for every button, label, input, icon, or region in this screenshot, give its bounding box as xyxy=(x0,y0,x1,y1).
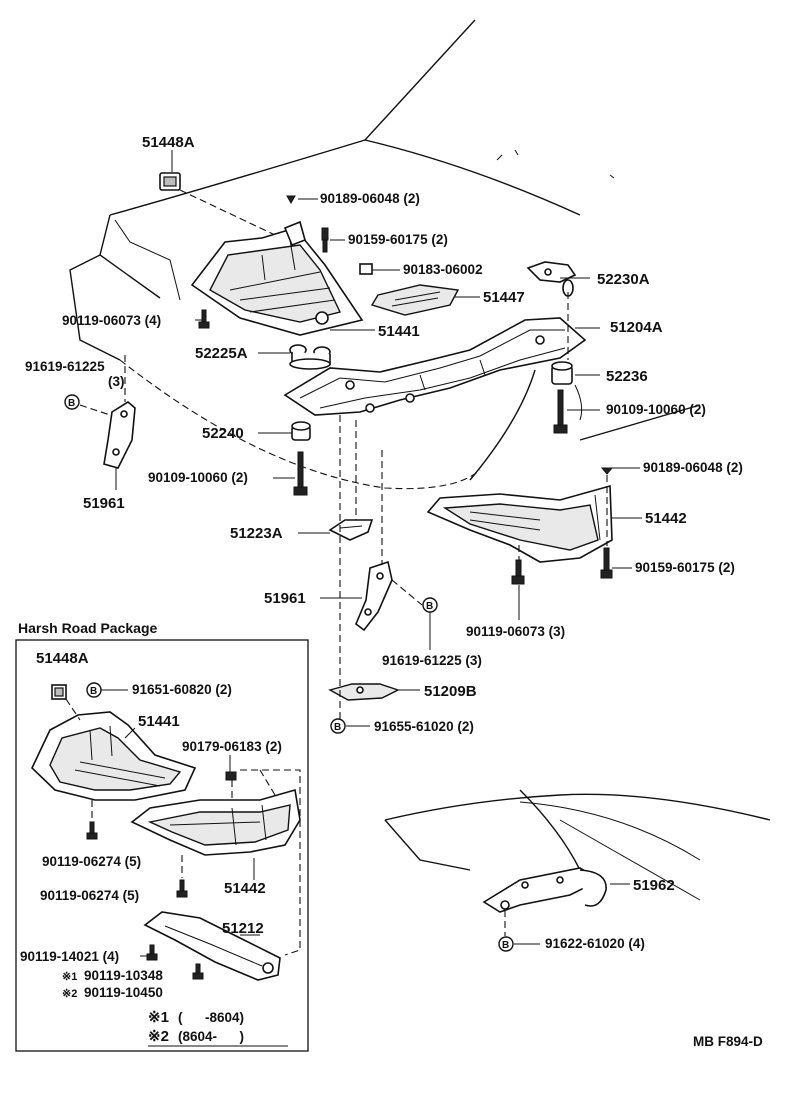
label-52230a: 52230A xyxy=(597,271,650,288)
inset-mark1-prefix: ※1 xyxy=(62,971,77,983)
svg-text:B: B xyxy=(426,601,433,612)
label-52236: 52236 xyxy=(606,368,648,385)
label-90189-06048-top: 90189-06048 (2) xyxy=(320,191,420,206)
inset-label-51442: 51442 xyxy=(224,880,266,897)
leader-b-mid xyxy=(391,579,423,606)
bracket-51961-left xyxy=(103,401,136,469)
label-91619-left-qty: (3) xyxy=(108,374,125,389)
inset-cover-51441 xyxy=(31,711,197,801)
label-52240: 52240 xyxy=(202,425,244,442)
label-90109-10060-right: 90109-10060 (2) xyxy=(606,402,706,417)
label-90109-10060-left: 90109-10060 (2) xyxy=(148,470,248,485)
inset-note2-text: (8604- ) xyxy=(178,1029,244,1044)
inset-label-90179-06183: 90179-06183 (2) xyxy=(182,739,282,754)
inset-title: Harsh Road Package xyxy=(18,620,157,636)
label-90119-06073-right: 90119-06073 (3) xyxy=(466,624,565,639)
label-51961-mid: 51961 xyxy=(264,590,306,607)
bracket-51961-mid xyxy=(355,560,393,632)
inset-crossbar-51212 xyxy=(143,911,281,981)
rear-body-outline xyxy=(384,789,771,901)
leader-lines xyxy=(115,150,642,945)
inset-marker-b: B xyxy=(86,682,102,698)
plate-51447 xyxy=(370,284,460,316)
label-90159-60175-right: 90159-60175 (2) xyxy=(635,560,735,575)
label-51962: 51962 xyxy=(633,877,675,894)
bolt-90119-06073-right xyxy=(511,559,525,585)
svg-text:B: B xyxy=(502,940,509,951)
vehicle-body-outline xyxy=(69,19,701,490)
nut-90189-06048-right xyxy=(600,467,614,475)
label-91619-61225-left: 91619-61225 xyxy=(25,359,105,374)
label-52225a: 52225A xyxy=(195,345,248,362)
mount-52236 xyxy=(551,361,573,385)
label-51223a: 51223A xyxy=(230,525,283,542)
svg-text:B: B xyxy=(334,722,341,733)
inset-note1-mark: ※1 xyxy=(148,1009,169,1026)
label-90119-06073-left: 90119-06073 (4) xyxy=(62,313,161,328)
bolt-marker-mid: B xyxy=(422,597,438,613)
leader-51448a xyxy=(179,189,276,236)
drawing-code: MB F894-D xyxy=(693,1034,763,1049)
svg-text:B: B xyxy=(90,686,97,697)
mount-52230a xyxy=(526,261,577,297)
label-51442-right: 51442 xyxy=(645,510,687,527)
bracket-51962 xyxy=(482,867,607,913)
inset-label-90119-10348: 90119-10348 xyxy=(84,968,163,983)
clip-51448a xyxy=(159,172,181,191)
label-91619-61225-mid: 91619-61225 (3) xyxy=(382,653,482,668)
inset-clip-51448a xyxy=(51,684,67,700)
label-51209b: 51209B xyxy=(424,683,477,700)
inset-label-90119-06274-a: 90119-06274 (5) xyxy=(42,854,141,869)
label-51441-top: 51441 xyxy=(378,323,420,340)
label-51961-left: 51961 xyxy=(83,495,125,512)
bolt-90159-60175-top xyxy=(321,227,329,253)
inset-label-90119-14021: 90119-14021 (4) xyxy=(20,949,119,964)
under-cover-51442-right xyxy=(426,484,613,563)
mount-52225a xyxy=(289,344,331,370)
inset-label-90119-10450: 90119-10450 xyxy=(84,985,163,1000)
svg-text:B: B xyxy=(68,398,75,409)
harsh-road-inset-box xyxy=(15,639,309,1052)
label-91655-61020: 91655-61020 (2) xyxy=(374,719,474,734)
pad-51223a xyxy=(328,519,374,541)
inset-label-51212: 51212 xyxy=(222,920,264,937)
inset-mark2-prefix: ※2 xyxy=(62,988,77,1000)
under-cover-51441 xyxy=(190,220,364,336)
label-90189-06048-right: 90189-06048 (2) xyxy=(643,460,743,475)
inset-nut-90179 xyxy=(225,771,237,781)
inset-bolts xyxy=(86,821,204,980)
inset-cover-51442 xyxy=(130,788,301,856)
bolt-90159-60175-right xyxy=(600,547,613,579)
bolt-marker-91655: B xyxy=(330,718,346,734)
inset-label-91651-60820: 91651-60820 (2) xyxy=(132,682,232,697)
label-51448a-top: 51448A xyxy=(142,134,195,151)
nut-90183-06002 xyxy=(359,263,373,275)
mount-52240 xyxy=(291,421,311,441)
label-90159-60175-top: 90159-60175 (2) xyxy=(348,232,448,247)
label-51447: 51447 xyxy=(483,289,525,306)
leader-b-left xyxy=(79,404,111,416)
inset-label-51448a: 51448A xyxy=(36,650,89,667)
bolt-90119-06073-left xyxy=(198,309,210,329)
inset-label-51441: 51441 xyxy=(138,713,180,730)
inset-dashed-leaders xyxy=(65,698,301,956)
bolt-90109-10060-left xyxy=(293,451,308,496)
inset-solid-leaders xyxy=(101,689,260,957)
crossmember-51204a xyxy=(283,317,587,416)
label-91622-61020: 91622-61020 (4) xyxy=(545,936,645,951)
label-51204a: 51204A xyxy=(610,319,663,336)
inset-label-90119-06274-b: 90119-06274 (5) xyxy=(40,888,139,903)
bolt-marker-left: B xyxy=(64,394,80,410)
label-90183-06002: 90183-06002 xyxy=(403,262,483,277)
nut-90189-06048-top xyxy=(286,195,296,205)
inset-note1-text: ( -8604) xyxy=(178,1010,244,1025)
inset-note2-mark: ※2 xyxy=(148,1028,169,1045)
bolt-marker-91622: B xyxy=(498,936,514,952)
bolt-90109-10060-right xyxy=(553,389,568,434)
